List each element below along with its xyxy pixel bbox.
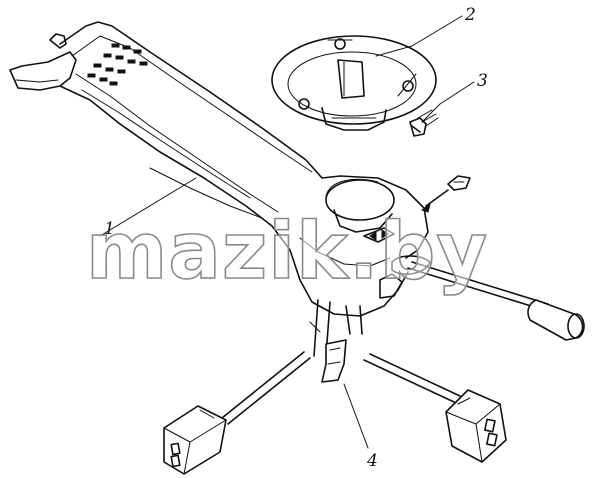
right-connector bbox=[445, 389, 507, 463]
mounting-ring bbox=[271, 35, 437, 131]
callout-2: 2 bbox=[464, 5, 476, 25]
switch-housing bbox=[9, 21, 431, 317]
screw-secondary bbox=[420, 175, 471, 213]
watermark-text: mazik.by bbox=[86, 207, 488, 297]
callout-3: 3 bbox=[477, 71, 488, 91]
screw bbox=[409, 109, 439, 137]
callout-4: 4 bbox=[366, 451, 378, 471]
left-connector bbox=[163, 405, 227, 475]
terminal-marks bbox=[87, 43, 148, 86]
control-lever bbox=[407, 261, 585, 341]
leader-lines bbox=[99, 15, 475, 449]
bracket-clip bbox=[321, 339, 347, 383]
callout-1: 1 bbox=[104, 219, 115, 239]
